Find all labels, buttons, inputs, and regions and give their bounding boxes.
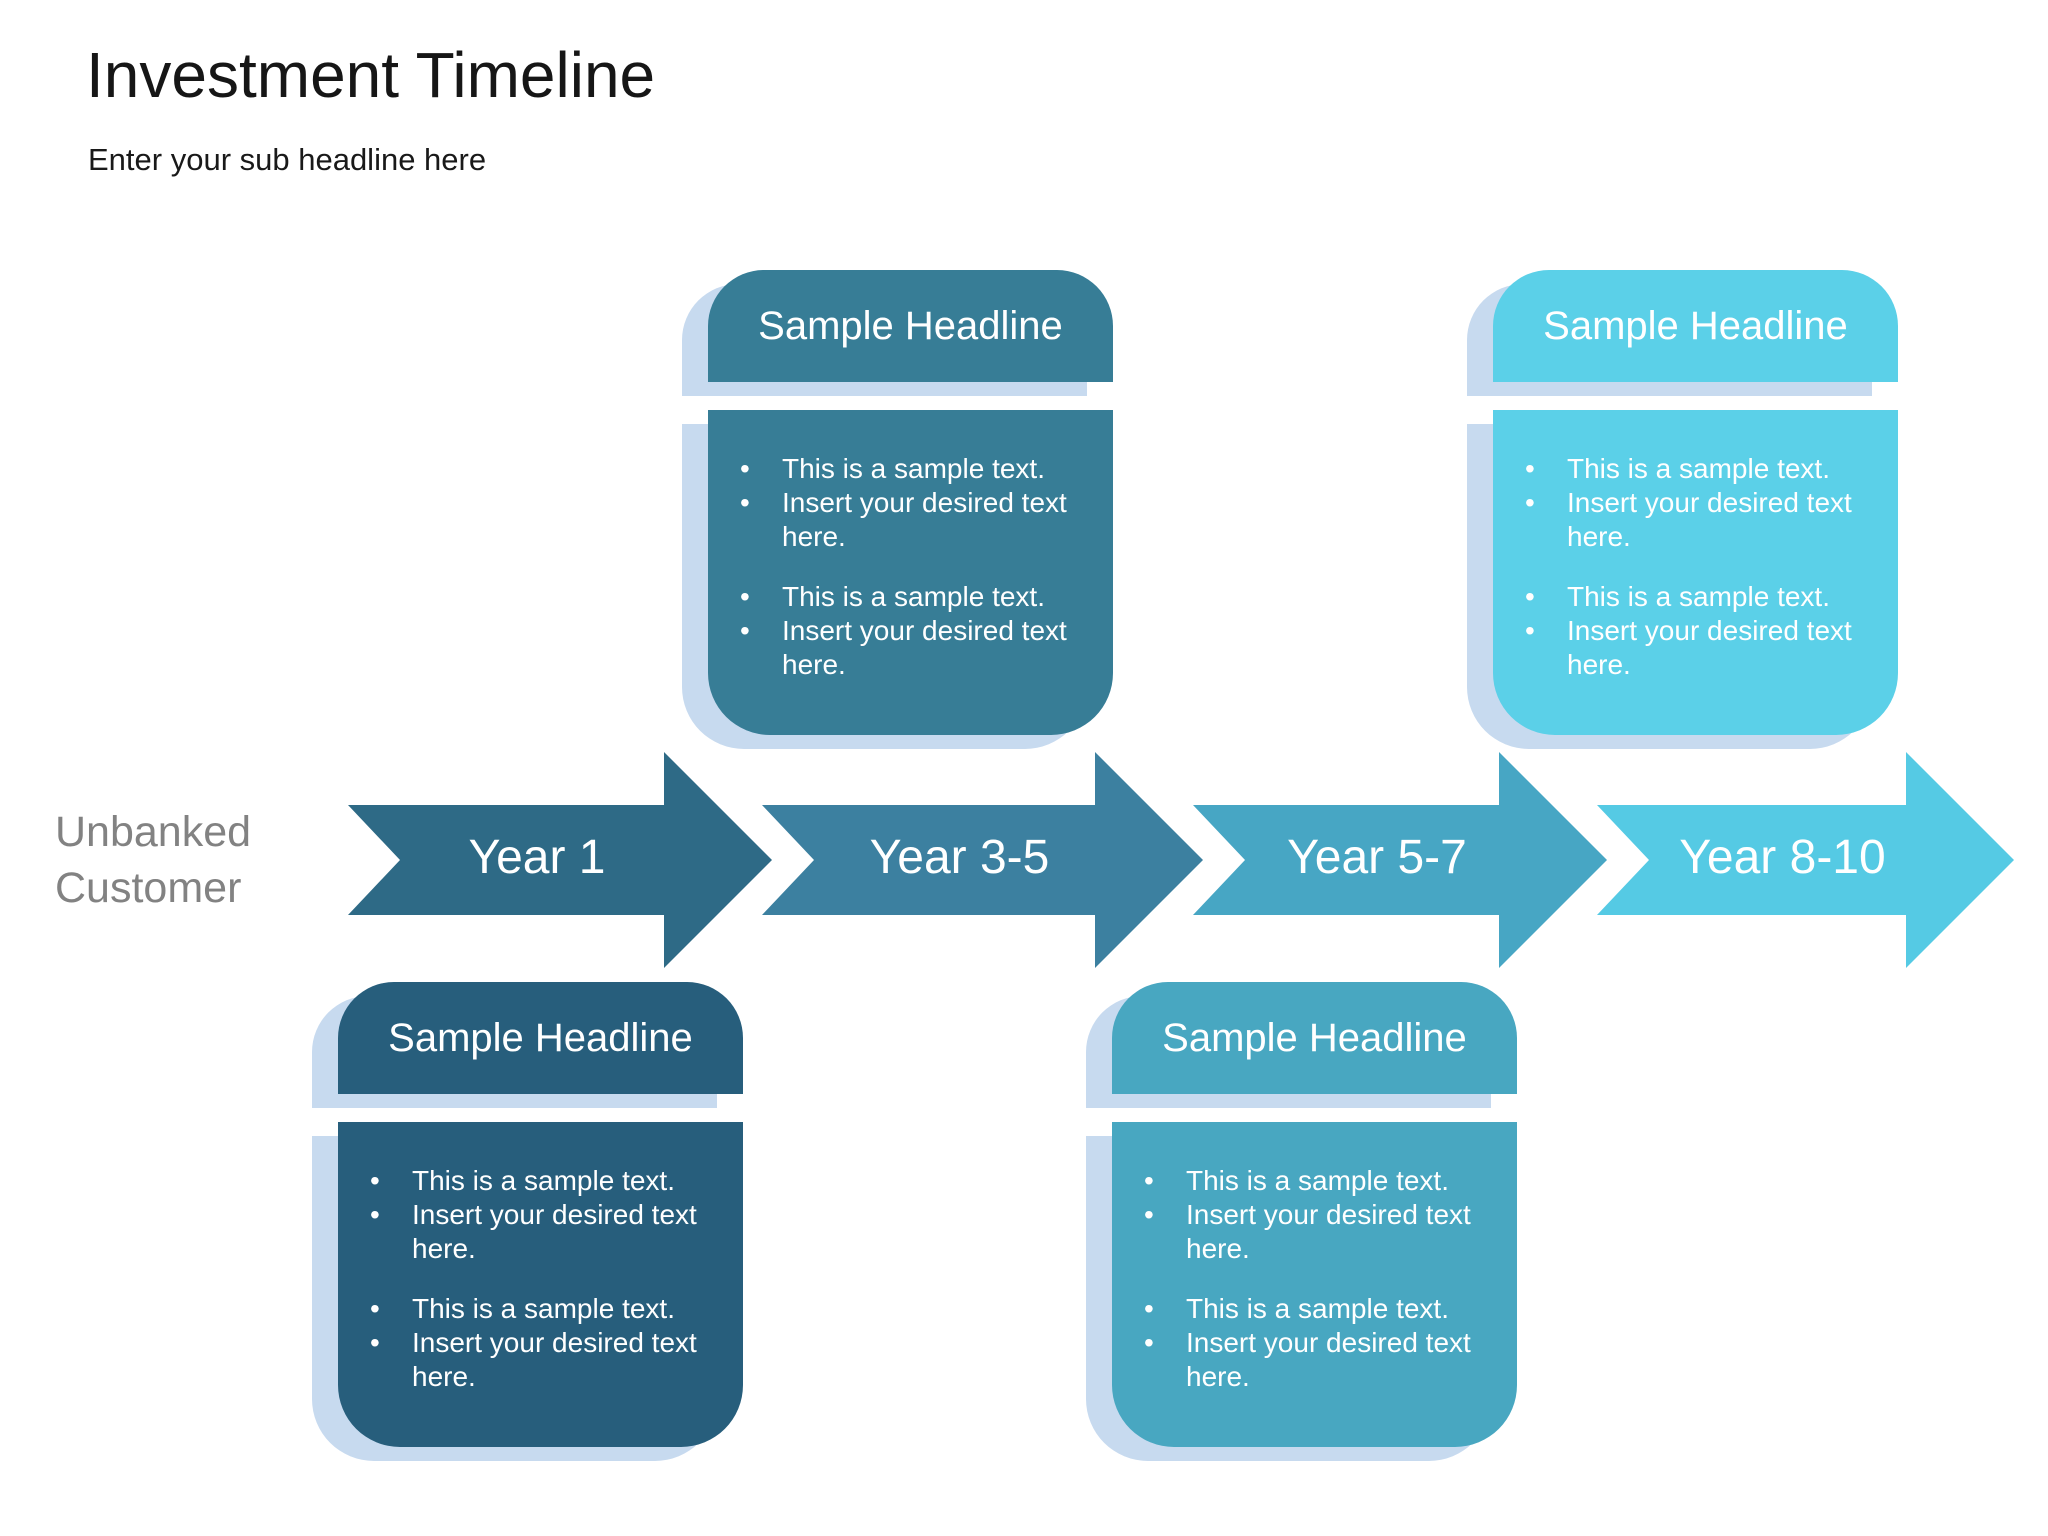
callout-year-3-5-body: This is a sample text. Insert your desir… <box>708 410 1113 735</box>
callout-year-8-10: Sample Headline This is a sample text. I… <box>1493 270 1898 735</box>
bullet-item: Insert your desired text here. <box>738 614 1087 682</box>
callout-year-3-5-header: Sample Headline <box>708 270 1113 382</box>
bullet-group: This is a sample text. Insert your desir… <box>738 452 1087 554</box>
timeline-start-label-line1: Unbanked <box>55 808 252 856</box>
callout-headline: Sample Headline <box>758 303 1063 348</box>
arrow-year-5-7-shape <box>1193 752 1607 968</box>
arrow-label-year-3-5: Year 3-5 <box>869 831 1050 884</box>
bullet-group: This is a sample text. Insert your desir… <box>368 1164 717 1266</box>
bullet-item: Insert your desired text here. <box>1523 486 1872 554</box>
callout-year-5-7-header: Sample Headline <box>1112 982 1517 1094</box>
callout-headline: Sample Headline <box>1543 303 1848 348</box>
arrow-year-3-5-shape <box>762 752 1203 968</box>
timeline-start-label: Unbanked Customer <box>55 804 251 916</box>
arrow-year-1 <box>329 732 784 988</box>
bullet-item: This is a sample text. <box>738 580 1087 614</box>
bullet-group: This is a sample text. Insert your desir… <box>738 580 1087 682</box>
bullet-item: Insert your desired text here. <box>368 1198 717 1266</box>
callout-year-3-5: Sample Headline This is a sample text. I… <box>708 270 1113 735</box>
bullet-item: Insert your desired text here. <box>368 1326 717 1394</box>
arrow-year-5-7 <box>1174 732 1619 988</box>
arrow-label-year-1: Year 1 <box>468 831 606 884</box>
bullet-item: Insert your desired text here. <box>738 486 1087 554</box>
bullet-item: This is a sample text. <box>1142 1292 1491 1326</box>
bullet-group: This is a sample text. Insert your desir… <box>1523 452 1872 554</box>
bullet-item: This is a sample text. <box>1523 452 1872 486</box>
bullet-group: This is a sample text. Insert your desir… <box>1523 580 1872 682</box>
bullet-item: Insert your desired text here. <box>1142 1326 1491 1394</box>
bullet-group: This is a sample text. Insert your desir… <box>1142 1164 1491 1266</box>
callout-year-5-7-body: This is a sample text. Insert your desir… <box>1112 1122 1517 1447</box>
arrow-year-8-10-shape <box>1597 752 2014 968</box>
bullet-item: This is a sample text. <box>1142 1164 1491 1198</box>
bullet-item: This is a sample text. <box>738 452 1087 486</box>
callout-year-8-10-body: This is a sample text. Insert your desir… <box>1493 410 1898 735</box>
bullet-item: This is a sample text. <box>368 1164 717 1198</box>
page-title: Investment Timeline <box>86 39 656 111</box>
callout-headline: Sample Headline <box>1162 1015 1467 1060</box>
arrow-year-3-5 <box>743 732 1215 988</box>
callout-year-1-header: Sample Headline <box>338 982 743 1094</box>
callout-year-8-10-header: Sample Headline <box>1493 270 1898 382</box>
bullet-item: Insert your desired text here. <box>1142 1198 1491 1266</box>
callout-year-1: Sample Headline This is a sample text. I… <box>338 982 743 1447</box>
page-subtitle: Enter your sub headline here <box>88 142 487 177</box>
arrow-year-8-10 <box>1578 732 2026 988</box>
arrow-label-year-8-10: Year 8-10 <box>1679 831 1886 884</box>
callout-headline: Sample Headline <box>388 1015 693 1060</box>
bullet-item: Insert your desired text here. <box>1523 614 1872 682</box>
callout-year-5-7: Sample Headline This is a sample text. I… <box>1112 982 1517 1447</box>
timeline-start-label-line2: Customer <box>55 864 242 912</box>
arrow-year-1-shape <box>348 752 772 968</box>
bullet-group: This is a sample text. Insert your desir… <box>1142 1292 1491 1394</box>
bullet-item: This is a sample text. <box>368 1292 717 1326</box>
bullet-group: This is a sample text. Insert your desir… <box>368 1292 717 1394</box>
callout-year-1-body: This is a sample text. Insert your desir… <box>338 1122 743 1447</box>
arrow-label-year-5-7: Year 5-7 <box>1287 831 1467 884</box>
bullet-item: This is a sample text. <box>1523 580 1872 614</box>
